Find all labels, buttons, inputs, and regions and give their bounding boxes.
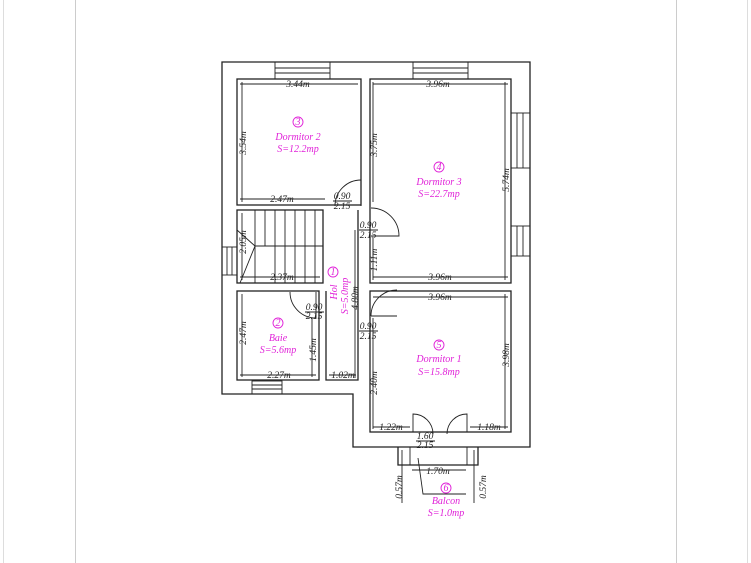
door-width: 0.90: [360, 221, 377, 231]
door-width: 0.90: [360, 322, 377, 332]
room-name: Baie: [269, 333, 288, 344]
door-width: 0.90: [334, 192, 351, 202]
room-area: S=5.6mp: [260, 345, 296, 356]
room-number-circle: [272, 317, 284, 329]
door-height: 2.15: [360, 332, 377, 342]
dim-label: 1.45m: [309, 338, 319, 362]
door-labels: 0.90 2.15 0.90 2.15 0.90 2.15 0.90 2.15 …: [305, 192, 435, 451]
room-area: S=22.7mp: [418, 189, 459, 200]
room-name: Dormitor 3: [415, 177, 461, 188]
dim-label: 4.80m: [351, 286, 361, 310]
dim-label: 3.54m: [239, 131, 249, 156]
dim-label: 5.74m: [502, 168, 512, 192]
room-number-circle: [327, 266, 339, 278]
door-height: 2.15: [360, 231, 377, 241]
room-number: 4: [437, 162, 442, 173]
dim-label: 2.47m: [270, 195, 294, 205]
dim-label: 2.27m: [267, 371, 291, 381]
dim-label: 1.22m: [379, 423, 403, 433]
room-hol: [325, 210, 359, 381]
dim-label: 3.96m: [427, 293, 452, 303]
room-stairs: [236, 209, 324, 284]
dim-label: 3.44m: [285, 80, 310, 90]
dim-label: 1.11m: [370, 248, 380, 271]
door-width: 1.60: [417, 432, 434, 442]
dim-label: 0.57m: [395, 475, 405, 499]
room-number: 3: [295, 117, 301, 128]
door-height: 2.15: [417, 441, 434, 451]
dimension-lines: [240, 82, 508, 503]
outer-wall: [221, 61, 531, 448]
dim-label: 3.96m: [427, 273, 452, 283]
room-number: 5: [437, 340, 442, 351]
door-height: 2.15: [306, 312, 323, 322]
dim-label: 0.57m: [479, 475, 489, 499]
dim-label: 1.02m: [331, 371, 355, 381]
room-number-circle: [292, 116, 304, 128]
room-name: Balcon: [432, 496, 460, 507]
window-icon: [221, 61, 531, 395]
dim-label: 3.75m: [370, 133, 380, 158]
dim-label: 3.98m: [502, 343, 512, 368]
room-number-circle: [440, 482, 452, 494]
room-dormitor-1: [369, 290, 512, 433]
room-number: 2: [276, 318, 281, 329]
balcony-outline: [397, 447, 479, 466]
room-area: S=1.0mp: [428, 508, 464, 519]
dim-label: 3.96m: [425, 80, 450, 90]
room-name: Hol: [329, 284, 340, 300]
room-area: S=12.2mp: [277, 144, 318, 155]
dim-label: 1.18m: [477, 423, 501, 433]
dim-label: 2.37m: [270, 273, 294, 283]
room-name: Dormitor 2: [274, 132, 320, 143]
room-area: S=5.0mp: [340, 278, 351, 314]
door-width: 0.90: [306, 303, 323, 313]
dim-label: 1.70m: [426, 467, 450, 477]
room-number: 6: [444, 483, 449, 494]
room-area: S=15.8mp: [418, 367, 459, 378]
room-baie: [236, 290, 320, 381]
dim-label: 2.40m: [370, 371, 380, 395]
dimensions: 3.44m 3.96m 3.54m 3.75m 5.74m 2.47m 2.05…: [239, 80, 512, 499]
room-name: Dormitor 1: [415, 354, 461, 365]
room-number-circle: [433, 339, 445, 351]
room-number-circle: [433, 161, 445, 173]
door-height: 2.15: [334, 202, 351, 212]
room-number: 1: [331, 267, 336, 278]
dim-label: 2.47m: [239, 321, 249, 345]
door-icon: [289, 179, 468, 435]
dim-label: 2.05m: [239, 230, 249, 254]
